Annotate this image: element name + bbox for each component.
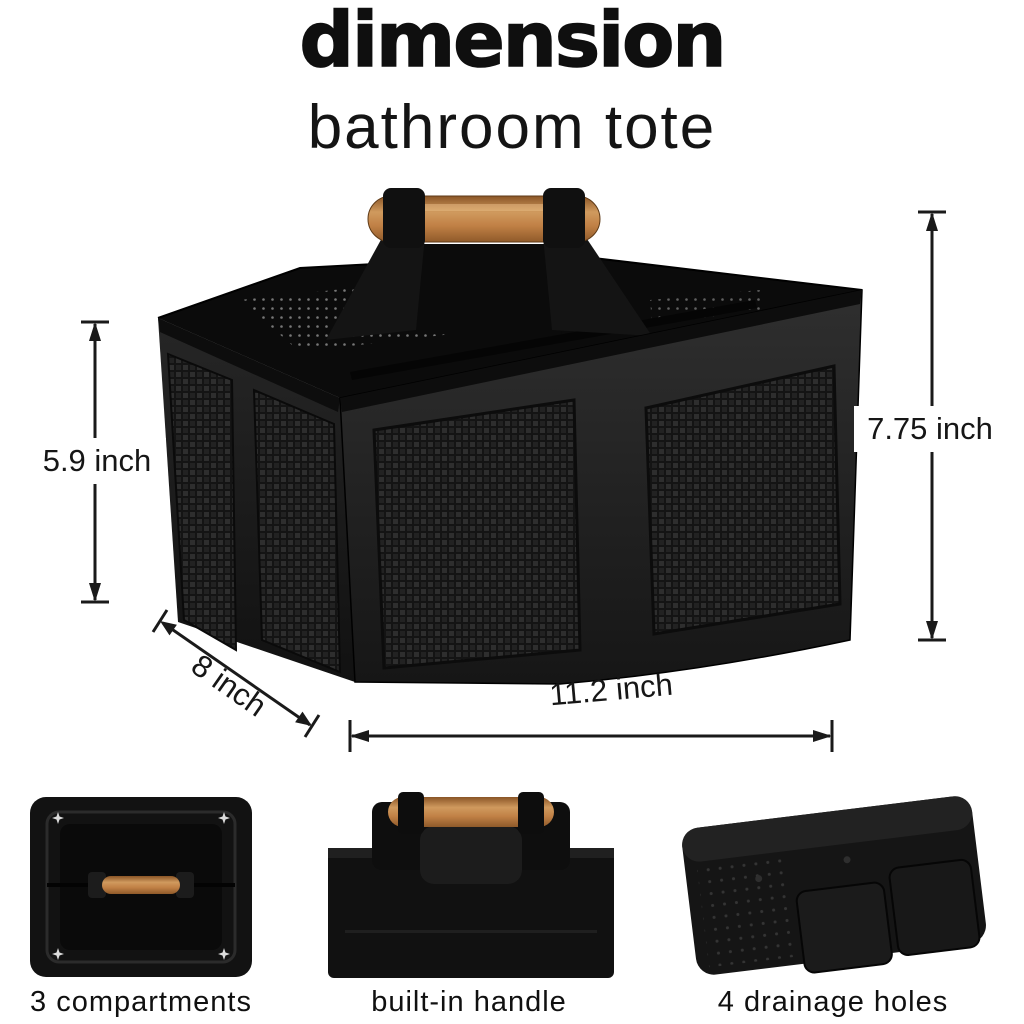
dim-left-top-arrow — [89, 322, 101, 341]
thumb2-clamp-right — [518, 792, 544, 834]
tote-product — [157, 188, 863, 685]
dim-depth-label: 8 inch — [185, 647, 273, 723]
feature-thumb-drainage — [682, 796, 986, 975]
thumb3-dotted-side — [696, 853, 795, 968]
tote-front-lip — [340, 290, 862, 412]
tote-side-lip — [158, 318, 340, 412]
dim-right-top-arrow — [926, 212, 938, 231]
dim-depth-line — [162, 621, 311, 727]
dim-right-bottom-arrow — [926, 621, 938, 640]
thumb3-drain-hole — [755, 875, 763, 883]
thumb3-drain-hole — [843, 856, 851, 864]
page-title: dimension — [299, 0, 727, 84]
feature-thumb-handle — [328, 792, 614, 978]
feature-caption-compartments: 3 compartments — [30, 986, 252, 1018]
dim-left-label-bg — [28, 438, 166, 484]
dim-right-label: 7.75 inch — [867, 411, 993, 446]
thumb3-foot-1 — [795, 881, 893, 974]
front-weave-panel-1 — [372, 398, 582, 670]
thumb2-handle-hole — [420, 826, 522, 884]
dim-width-left-arrow — [350, 730, 369, 742]
sparkle-icon — [52, 812, 64, 824]
thumb2-clamp-left — [398, 792, 424, 834]
feature-thumb-compartments — [30, 797, 252, 977]
thumb1-wood-handle — [102, 876, 180, 894]
sparkle-icon — [218, 812, 230, 824]
handle-wood-sheen — [386, 204, 582, 211]
page-subtitle: bathroom tote — [307, 93, 717, 162]
handle-left-arm — [326, 236, 425, 340]
dim-right-label-bg — [854, 406, 1010, 452]
thumb1-handle-mount-left — [88, 872, 106, 898]
dimension-right-height: 7.75 inch — [854, 210, 1010, 642]
thumb1-handle-mount-right — [176, 872, 194, 898]
tote-interior-divider — [350, 300, 757, 380]
thumb2-interior-line — [345, 930, 597, 933]
handle-arch-hole — [408, 244, 562, 334]
side-weave-panel-2 — [252, 388, 342, 674]
handle-right-arm — [543, 236, 652, 336]
dim-depth-top-arrow — [160, 621, 177, 636]
feature-caption-handle: built-in handle — [371, 986, 567, 1018]
dimension-left-height: 5.9 inch — [28, 320, 166, 604]
sparkle-icon — [218, 948, 230, 960]
handle-right-clamp — [543, 188, 585, 248]
dim-width-right-arrow — [813, 730, 832, 742]
side-weave-panel-1 — [166, 352, 238, 652]
sparkle-icon — [52, 948, 64, 960]
handle-left-clamp — [383, 188, 425, 248]
feature-caption-drainage: 4 drainage holes — [717, 986, 949, 1018]
front-weave-panel-2 — [644, 364, 842, 636]
dim-depth-bottom-arrow — [295, 711, 312, 726]
dim-left-label: 5.9 inch — [43, 443, 152, 478]
thumb3-top-face — [682, 796, 973, 862]
thumb2-body — [328, 848, 614, 978]
thumb3-foot-2 — [888, 858, 981, 956]
thumb2-wood-bar — [388, 797, 554, 827]
dim-left-bottom-arrow — [89, 583, 101, 602]
